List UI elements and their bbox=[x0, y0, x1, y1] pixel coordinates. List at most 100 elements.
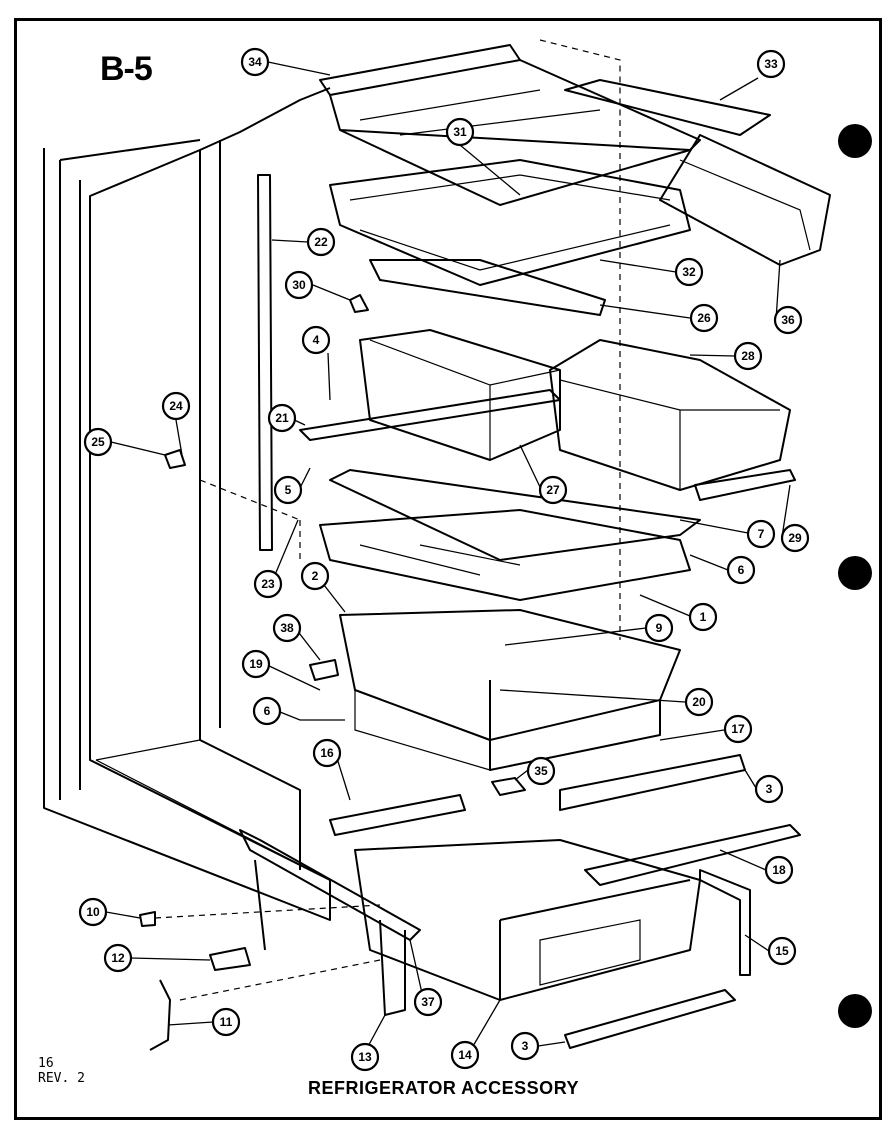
svg-text:19: 19 bbox=[249, 657, 263, 671]
svg-text:12: 12 bbox=[111, 951, 125, 965]
svg-text:6: 6 bbox=[738, 563, 745, 577]
callout-14: 14 bbox=[450, 1040, 480, 1070]
svg-text:3: 3 bbox=[522, 1039, 529, 1053]
callout-22: 22 bbox=[306, 227, 336, 257]
top-shelf-frame bbox=[319, 44, 701, 206]
callout-4: 4 bbox=[301, 325, 331, 355]
divider-strip-22 bbox=[257, 174, 273, 551]
callout-11: 11 bbox=[211, 1007, 241, 1037]
meat-drawer bbox=[299, 329, 561, 461]
svg-text:10: 10 bbox=[86, 905, 100, 919]
rail-3-lower bbox=[564, 989, 736, 1049]
page-number: 16 bbox=[38, 1056, 54, 1071]
callout-30: 30 bbox=[284, 270, 314, 300]
callout-37: 37 bbox=[413, 987, 443, 1017]
crisper-pan-28 bbox=[549, 339, 791, 491]
svg-text:4: 4 bbox=[313, 333, 320, 347]
callout-15: 15 bbox=[767, 936, 797, 966]
punch-hole-bottom bbox=[838, 994, 872, 1028]
callout-36: 36 bbox=[773, 305, 803, 335]
svg-text:6: 6 bbox=[264, 704, 271, 718]
glass-shelf-32 bbox=[329, 159, 691, 286]
svg-text:32: 32 bbox=[682, 265, 696, 279]
svg-text:21: 21 bbox=[275, 411, 289, 425]
rail-29 bbox=[694, 469, 796, 501]
callout-5: 5 bbox=[273, 475, 303, 505]
svg-text:35: 35 bbox=[534, 764, 548, 778]
callout-3-upper: 3 bbox=[754, 774, 784, 804]
callout-33: 33 bbox=[756, 49, 786, 79]
svg-text:38: 38 bbox=[280, 621, 294, 635]
revision: REV. 2 bbox=[38, 1071, 85, 1086]
svg-text:11: 11 bbox=[220, 1015, 233, 1029]
svg-text:1: 1 bbox=[700, 610, 707, 624]
callout-34: 34 bbox=[240, 47, 270, 77]
callout-21: 21 bbox=[267, 403, 297, 433]
svg-text:27: 27 bbox=[546, 483, 560, 497]
door-bin-36 bbox=[659, 134, 831, 266]
svg-text:17: 17 bbox=[731, 722, 745, 736]
svg-text:9: 9 bbox=[656, 621, 663, 635]
callout-7: 7 bbox=[746, 519, 776, 549]
callout-17: 17 bbox=[723, 714, 753, 744]
svg-text:23: 23 bbox=[261, 577, 275, 591]
side-rail-15 bbox=[699, 869, 751, 976]
callout-13: 13 bbox=[350, 1042, 380, 1072]
svg-text:28: 28 bbox=[741, 349, 755, 363]
small-hardware bbox=[139, 294, 381, 1051]
svg-text:31: 31 bbox=[453, 125, 467, 139]
svg-text:15: 15 bbox=[775, 944, 789, 958]
callout-35: 35 bbox=[526, 756, 556, 786]
svg-text:24: 24 bbox=[169, 399, 183, 413]
callout-32: 32 bbox=[674, 257, 704, 287]
punch-hole-top bbox=[838, 124, 872, 158]
svg-text:16: 16 bbox=[320, 746, 334, 760]
svg-text:34: 34 bbox=[248, 55, 262, 69]
svg-text:37: 37 bbox=[421, 995, 435, 1009]
svg-text:18: 18 bbox=[772, 863, 786, 877]
svg-text:7: 7 bbox=[758, 527, 765, 541]
clip-35 bbox=[491, 777, 526, 796]
shelf-18 bbox=[584, 824, 801, 886]
callout-23: 23 bbox=[253, 569, 283, 599]
callout-24: 24 bbox=[161, 391, 191, 421]
callout-20: 20 bbox=[684, 687, 714, 717]
svg-text:5: 5 bbox=[285, 483, 292, 497]
svg-text:33: 33 bbox=[764, 57, 778, 71]
shelf-frame-8 bbox=[319, 509, 691, 601]
crisper-cover-33 bbox=[564, 79, 771, 136]
callout-16: 16 bbox=[312, 738, 342, 768]
leader-lines bbox=[105, 61, 791, 1054]
svg-text:26: 26 bbox=[697, 311, 711, 325]
svg-text:25: 25 bbox=[91, 435, 105, 449]
cover-16 bbox=[329, 794, 466, 836]
rail-3-upper bbox=[559, 754, 746, 811]
glass-shelf-7 bbox=[329, 469, 701, 561]
callout-18: 18 bbox=[764, 855, 794, 885]
svg-text:3: 3 bbox=[766, 782, 773, 796]
callout-31: 31 bbox=[445, 117, 475, 147]
svg-text:2: 2 bbox=[312, 569, 319, 583]
callout-26: 26 bbox=[689, 303, 719, 333]
callout-10: 10 bbox=[78, 897, 108, 927]
bottom-frame-13 bbox=[239, 829, 421, 1016]
callout-25: 25 bbox=[83, 427, 113, 457]
callout-6: 6 bbox=[252, 696, 282, 726]
bottom-crisper-14 bbox=[354, 839, 701, 1001]
diagram-caption: REFRIGERATOR ACCESSORY bbox=[308, 1078, 580, 1098]
callout-9: 9 bbox=[644, 613, 674, 643]
svg-text:14: 14 bbox=[458, 1048, 472, 1062]
callout-8: 6 bbox=[726, 555, 756, 585]
svg-text:22: 22 bbox=[314, 235, 328, 249]
callout-29: 29 bbox=[780, 523, 810, 553]
cabinet-liner bbox=[43, 39, 621, 921]
callout-38: 38 bbox=[272, 613, 302, 643]
punch-hole-middle bbox=[838, 556, 872, 590]
page-code: B-5 bbox=[100, 50, 153, 88]
callout-28: 28 bbox=[733, 341, 763, 371]
callout-2: 2 bbox=[300, 561, 330, 591]
svg-text:20: 20 bbox=[692, 695, 706, 709]
svg-text:29: 29 bbox=[788, 531, 802, 545]
pan-26-bracket bbox=[369, 259, 606, 316]
